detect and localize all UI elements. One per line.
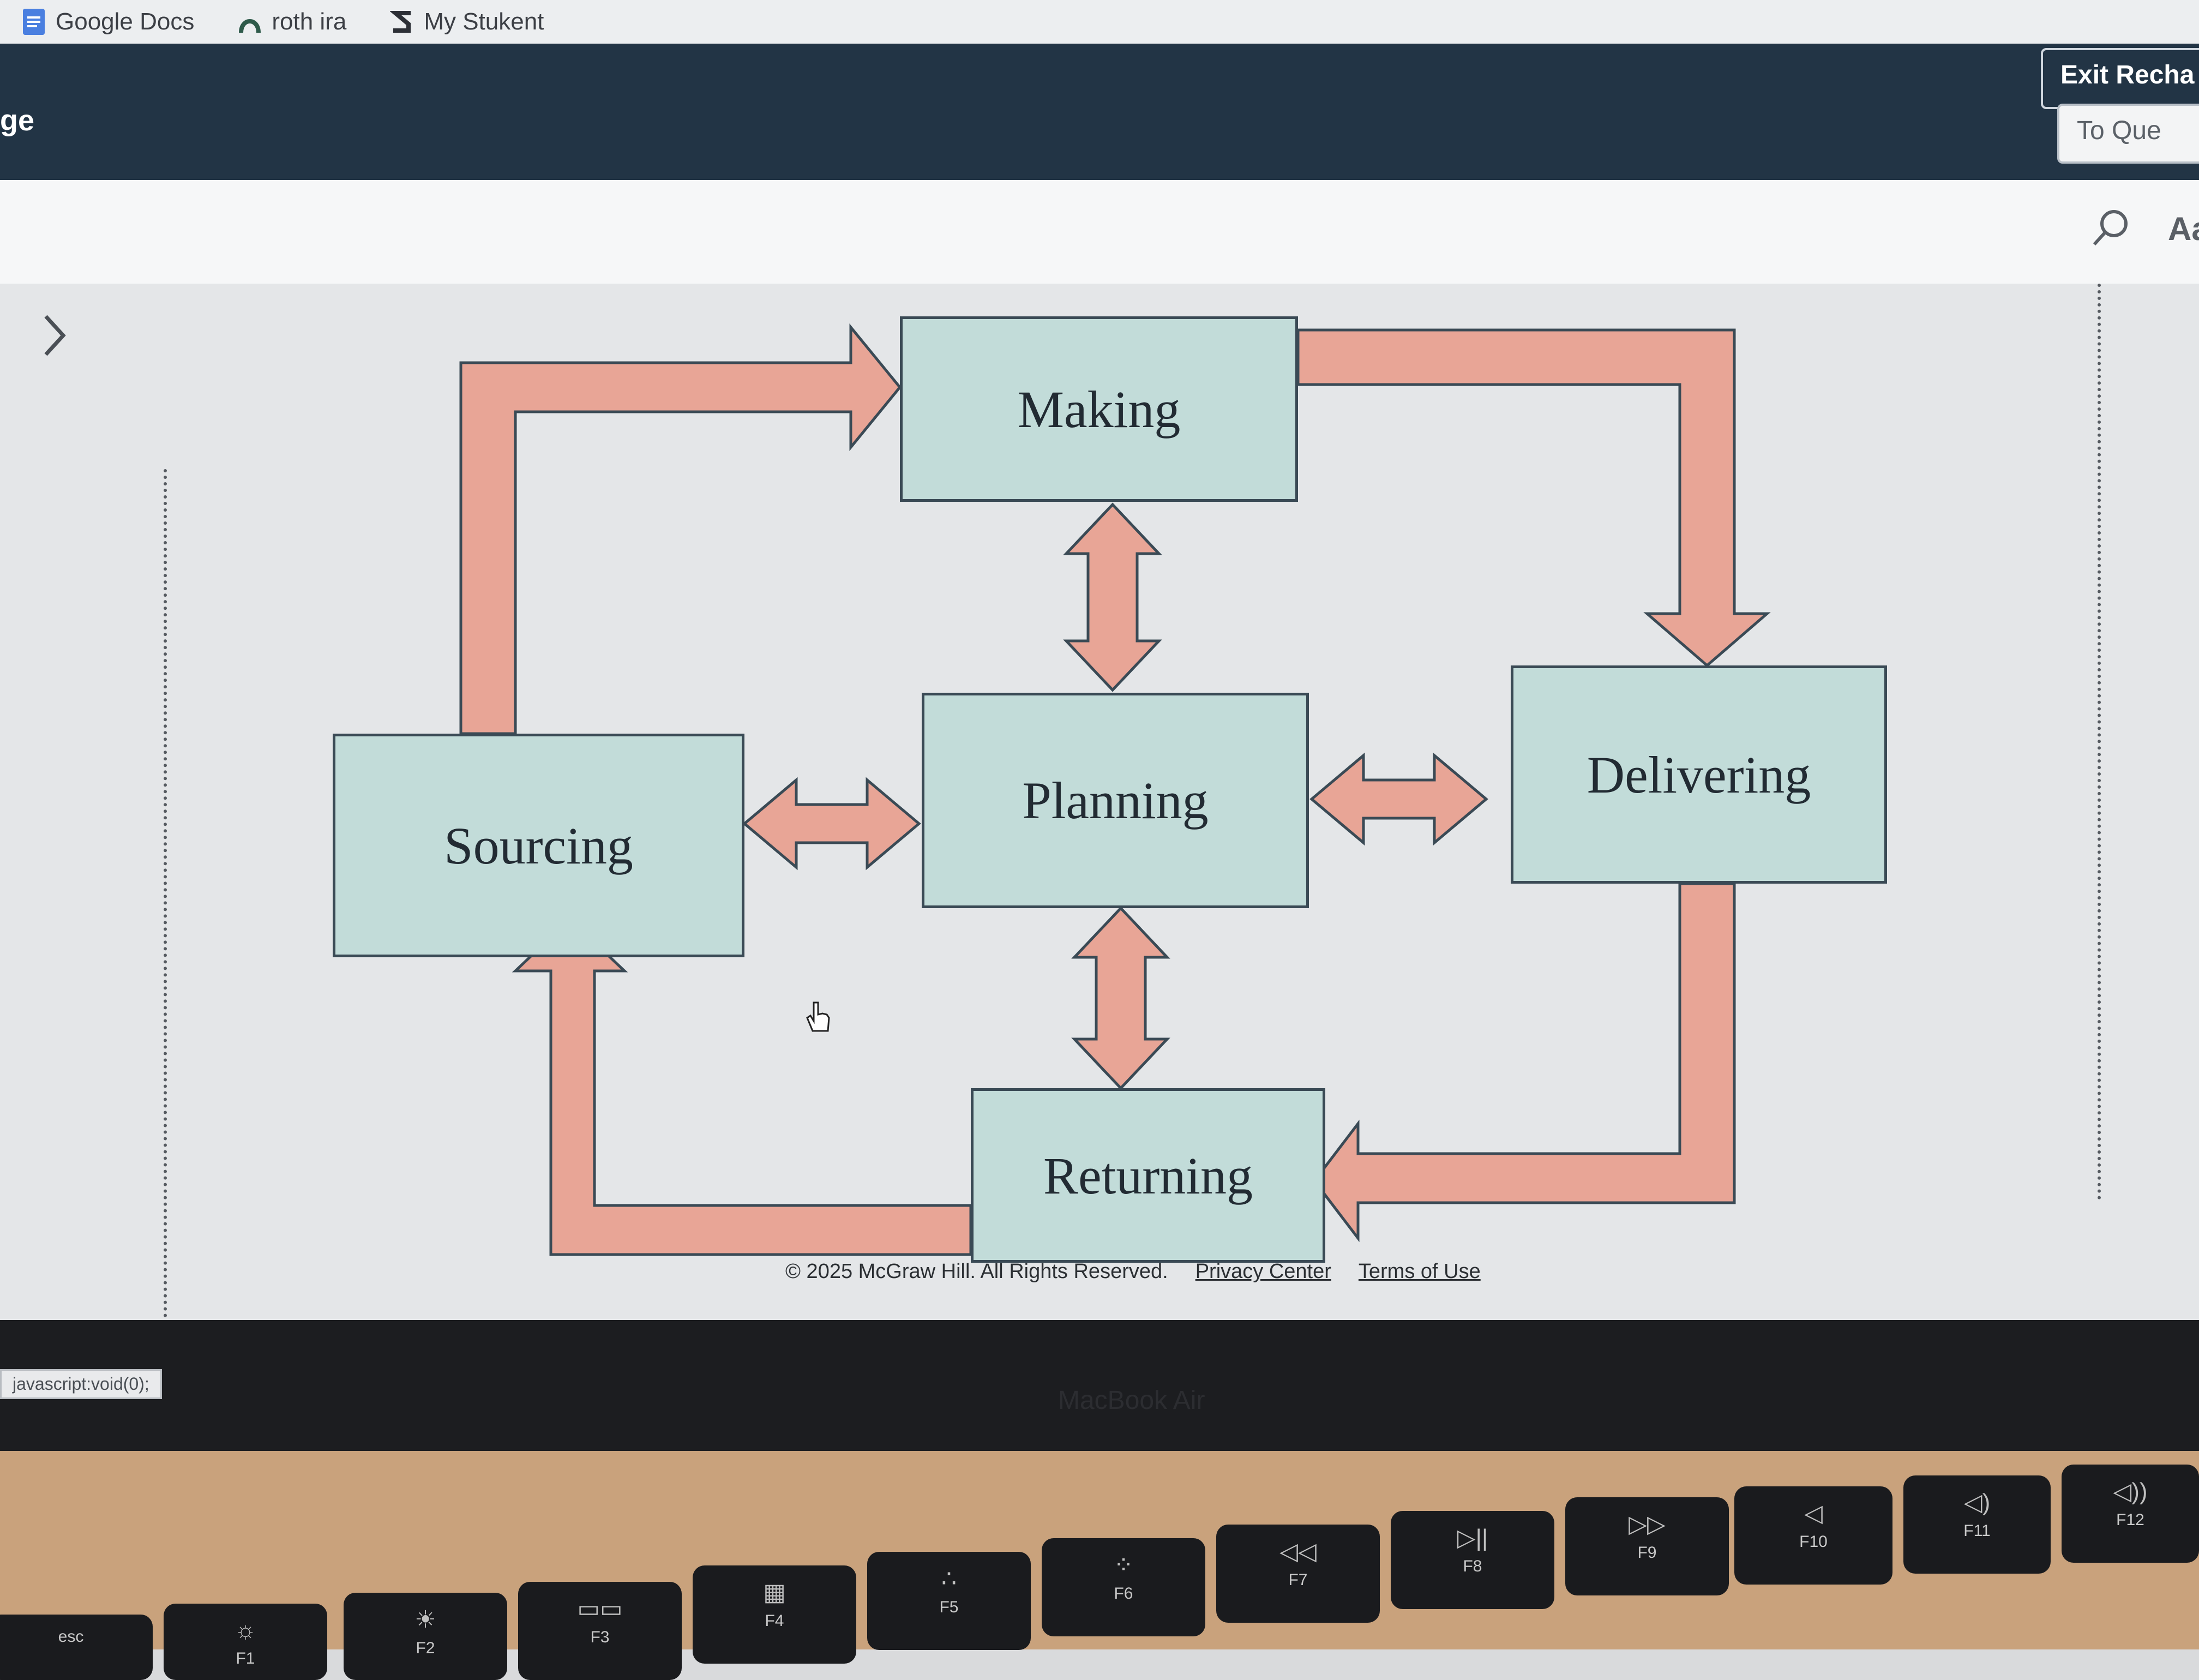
supply-chain-diagram: Making Sourcing Planning Delivering Retu… xyxy=(273,305,1936,1298)
text-size-button[interactable]: Aa xyxy=(2168,211,2199,247)
bookmarks-bar: Google Docs roth ira My Stukent xyxy=(0,0,2199,44)
key-f11[interactable]: ◁) F11 xyxy=(1903,1475,2051,1574)
bookmark-label: My Stukent xyxy=(424,8,544,35)
bookmark-label: Google Docs xyxy=(56,8,195,35)
mission-control-icon: ▭▭ xyxy=(577,1595,623,1622)
search-icon[interactable] xyxy=(2089,206,2132,250)
app-header: ge Exit Recha xyxy=(0,44,2199,180)
box-making: Making xyxy=(900,316,1298,502)
rewind-icon: ◁◁ xyxy=(1279,1538,1317,1565)
keyboard-light-down-icon: ∴ xyxy=(941,1565,957,1592)
status-bar-url: javascript:void(0); xyxy=(0,1369,162,1399)
arrow-sourcing-planning xyxy=(742,777,921,871)
key-label: F10 xyxy=(1799,1533,1828,1551)
privacy-center-link[interactable]: Privacy Center xyxy=(1195,1260,1331,1283)
key-esc[interactable]: esc xyxy=(0,1615,153,1680)
key-f5[interactable]: ∴ F5 xyxy=(867,1552,1031,1650)
box-delivering: Delivering xyxy=(1511,665,1887,884)
chevron-right-icon[interactable] xyxy=(38,311,71,360)
arrow-making-planning xyxy=(1063,502,1162,692)
mute-icon: ◁ xyxy=(1804,1500,1823,1527)
page-border-right xyxy=(2098,284,2101,1200)
key-label: F1 xyxy=(236,1649,255,1667)
key-f3[interactable]: ▭▭ F3 xyxy=(518,1582,682,1680)
arrow-delivering-to-returning xyxy=(1312,882,1736,1243)
key-f12[interactable]: ◁)) F12 xyxy=(2062,1465,2199,1563)
box-planning: Planning xyxy=(922,693,1309,908)
key-label: F11 xyxy=(1963,1522,1991,1540)
key-label: F2 xyxy=(416,1639,435,1657)
volume-up-icon: ◁)) xyxy=(2113,1478,2148,1505)
key-f1[interactable]: ☼ F1 xyxy=(164,1604,327,1680)
key-f9[interactable]: ▷▷ F9 xyxy=(1565,1497,1729,1595)
reader-toolbar: Aa xyxy=(0,180,2199,286)
key-label: F12 xyxy=(2116,1511,2144,1529)
exit-button[interactable]: Exit Recha xyxy=(2041,48,2199,109)
bookmark-google-docs[interactable]: Google Docs xyxy=(22,8,194,36)
box-returning: Returning xyxy=(971,1088,1325,1263)
arrow-planning-delivering xyxy=(1309,752,1488,846)
key-label: F9 xyxy=(1637,1544,1657,1562)
key-label: F4 xyxy=(765,1612,784,1630)
key-label: F8 xyxy=(1463,1557,1482,1575)
bookmark-roth-ira[interactable]: roth ira xyxy=(238,8,346,36)
to-questions-button[interactable]: To Que xyxy=(2057,104,2199,164)
fast-forward-icon: ▷▷ xyxy=(1629,1511,1666,1538)
volume-down-icon: ◁) xyxy=(1963,1489,1991,1516)
arrow-sourcing-to-making xyxy=(459,323,902,735)
bookmark-label: roth ira xyxy=(272,8,347,35)
key-label: F7 xyxy=(1288,1571,1308,1589)
bookmark-my-stukent[interactable]: My Stukent xyxy=(390,8,544,36)
favicon-icon xyxy=(239,19,261,33)
arrow-planning-returning xyxy=(1071,906,1170,1090)
box-sourcing: Sourcing xyxy=(333,734,744,957)
terms-of-use-link[interactable]: Terms of Use xyxy=(1358,1260,1481,1283)
stukent-icon xyxy=(390,11,411,33)
launchpad-icon: ▦ xyxy=(763,1579,786,1606)
page-border-left xyxy=(0,469,167,1331)
key-f10[interactable]: ◁ F10 xyxy=(1734,1486,1892,1585)
hand-cursor-icon xyxy=(806,1001,830,1032)
play-pause-icon: ▷|| xyxy=(1457,1525,1488,1551)
arrow-making-to-delivering xyxy=(1296,328,1771,668)
key-label: F3 xyxy=(590,1628,610,1646)
page-footer: © 2025 McGraw Hill. All Rights Reserved.… xyxy=(785,1260,1549,1283)
brightness-up-icon: ☀ xyxy=(414,1606,436,1633)
brightness-down-icon: ☼ xyxy=(234,1617,257,1643)
page-title: ge xyxy=(0,104,35,137)
key-label: F6 xyxy=(1114,1585,1133,1603)
key-label: esc xyxy=(58,1628,84,1646)
key-f6[interactable]: ⁘ F6 xyxy=(1042,1538,1205,1636)
copyright-text: © 2025 McGraw Hill. All Rights Reserved. xyxy=(785,1260,1168,1283)
arrow-returning-to-sourcing xyxy=(512,917,972,1256)
key-f2[interactable]: ☀ F2 xyxy=(344,1593,507,1680)
laptop-keyboard: esc ☼ F1 ☀ F2 ▭▭ F3 ▦ F4 ∴ F5 ⁘ F6 ◁◁ F7… xyxy=(0,1451,2199,1680)
key-f4[interactable]: ▦ F4 xyxy=(693,1565,856,1664)
key-label: F5 xyxy=(939,1598,959,1616)
key-f7[interactable]: ◁◁ F7 xyxy=(1216,1525,1380,1623)
google-docs-icon xyxy=(23,9,45,35)
key-f8[interactable]: ▷|| F8 xyxy=(1391,1511,1554,1609)
laptop-model-label: MacBook Air xyxy=(1058,1386,1205,1415)
keyboard-light-up-icon: ⁘ xyxy=(1113,1552,1134,1579)
